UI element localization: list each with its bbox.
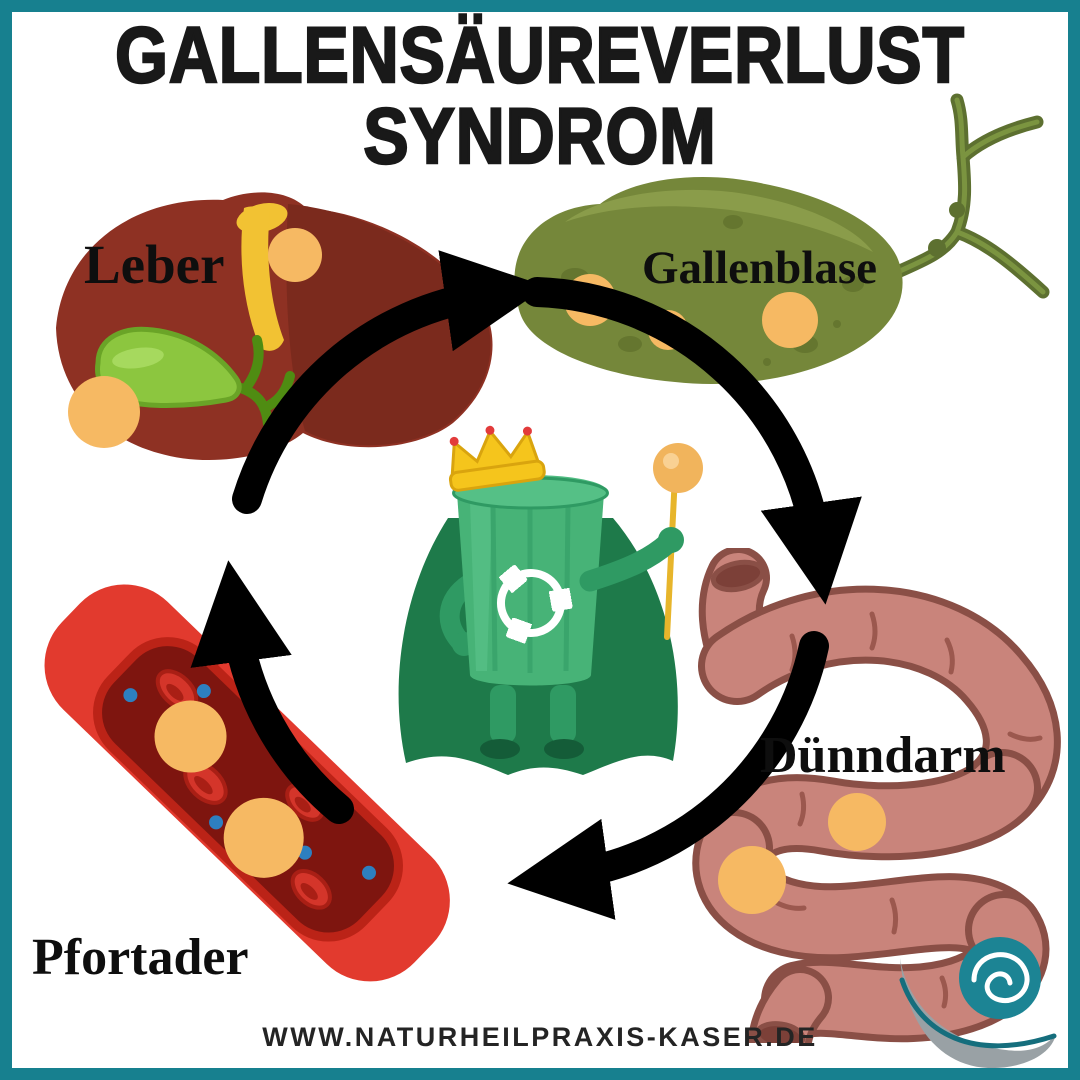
falciform-ligament	[241, 206, 284, 351]
website-url: WWW.NATURHEILPRAXIS-KASER.DE	[262, 1022, 818, 1052]
intestine-creases	[769, 611, 1043, 1009]
scepter-icon	[653, 443, 703, 640]
recycle-icon	[496, 573, 561, 633]
bile-acid-dot	[154, 700, 227, 773]
right-arm	[579, 527, 684, 592]
gallbladder-on-liver	[95, 326, 295, 429]
bile-acid-dot	[223, 797, 304, 878]
practice-logo-swirl-crescent-icon	[899, 937, 1057, 1069]
red-blood-cells	[155, 669, 332, 910]
title-line-2: SYNDROM	[362, 91, 717, 181]
logo-crescent-edge	[899, 977, 1057, 1049]
bile-acid-dot	[718, 846, 786, 914]
bile-acid-dot	[828, 793, 886, 851]
label-small-intestine: Dünndarm	[760, 727, 1006, 784]
duct-bump	[949, 202, 965, 218]
gallbladder-highlight	[112, 347, 164, 369]
portal-vein-tube	[44, 584, 450, 982]
bile-acid-dot	[68, 376, 140, 448]
duct-bump	[928, 239, 946, 257]
bile-acid-dot	[762, 292, 818, 348]
arrow-liver-to-gallbladder	[232, 250, 547, 514]
arrow-gallbladder-to-intestine	[522, 277, 862, 605]
can-sheen	[470, 501, 492, 671]
logo-swirl-line	[971, 952, 1030, 1004]
bile-acid-dot	[268, 228, 322, 282]
arrow-portal-vein-to-liver	[190, 560, 354, 824]
label-portal-vein: Pfortader	[32, 929, 249, 986]
title-line-1: GALLENSÄUREVERLUST	[114, 10, 965, 99]
logo-crescent	[900, 958, 1056, 1069]
bile-duct-highlight	[890, 97, 1046, 295]
label-gallbladder: Gallenblase	[642, 242, 878, 294]
gallbladder-body-highlight	[565, 189, 873, 252]
logo-swirl-circle	[959, 937, 1041, 1019]
legs	[480, 685, 584, 759]
portal-vein-illustration	[44, 584, 450, 982]
recycling-trash-can-king-icon	[398, 425, 703, 775]
label-liver: Leber	[84, 234, 225, 295]
arrow-intestine-to-portal-vein	[507, 631, 829, 920]
crown-icon	[448, 425, 546, 492]
page-title: GALLENSÄUREVERLUST SYNDROM	[0, 10, 1080, 181]
